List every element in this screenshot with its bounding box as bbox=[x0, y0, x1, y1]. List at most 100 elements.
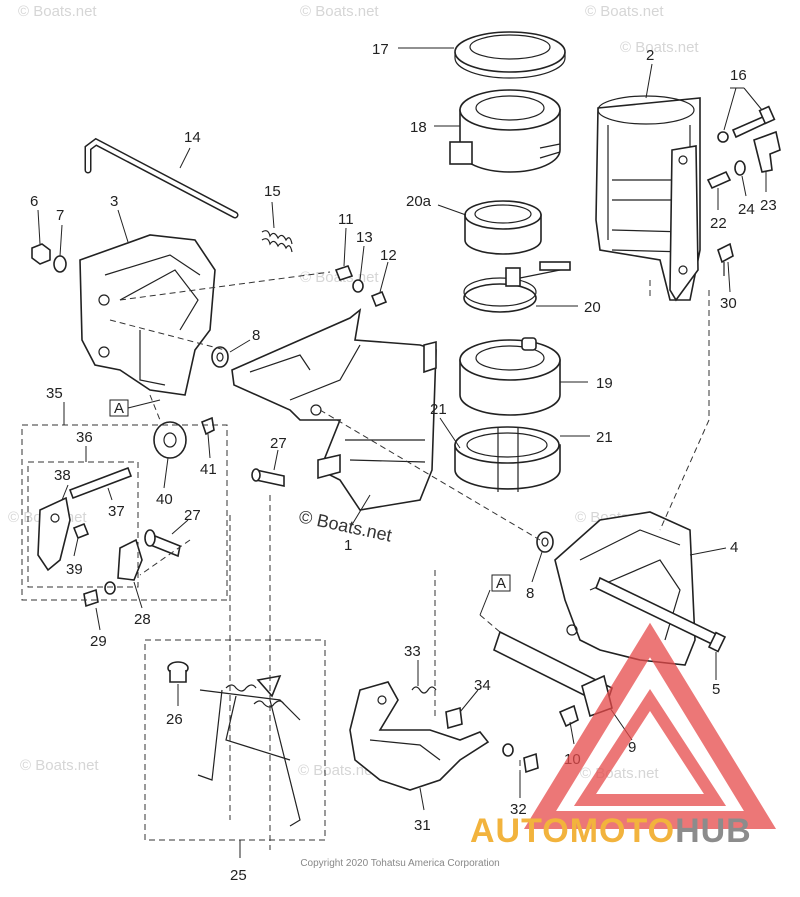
part-1-swivel-case bbox=[231, 308, 437, 511]
callout-17: 17 bbox=[372, 41, 389, 58]
part-40-knob bbox=[153, 421, 187, 459]
leader-lines bbox=[37, 47, 767, 858]
callout-40: 40 bbox=[156, 491, 173, 508]
assembly-lines bbox=[109, 271, 710, 850]
callout-1: 1 bbox=[344, 537, 352, 554]
part-26-pin bbox=[167, 661, 189, 683]
callout-16: 16 bbox=[730, 67, 747, 84]
watermark: © Boats.net bbox=[298, 762, 377, 779]
part-4-clamp-bracket-right bbox=[554, 511, 696, 666]
part-39-screw bbox=[72, 522, 90, 540]
callout-38: 38 bbox=[54, 467, 71, 484]
callout-13: 13 bbox=[356, 229, 373, 246]
part-24-washer bbox=[734, 160, 746, 176]
callout-21: 21 bbox=[596, 429, 613, 446]
callout-7: 7 bbox=[56, 207, 64, 224]
callout-4: 4 bbox=[730, 539, 738, 556]
reference-a-label: A bbox=[114, 400, 124, 417]
part-6-nut bbox=[31, 243, 51, 265]
part-11-bolt bbox=[334, 265, 354, 281]
part-20-band-clamp bbox=[463, 261, 571, 313]
part-23-knob bbox=[753, 130, 781, 173]
watermark: © Boats.net bbox=[620, 39, 699, 56]
callout-37: 37 bbox=[108, 503, 125, 520]
callout-15: 15 bbox=[264, 183, 281, 200]
watermark: © Boats.net bbox=[20, 757, 99, 774]
part-27-pin-lower bbox=[144, 529, 181, 558]
logo-part-1: AUTOMOTO bbox=[470, 812, 676, 850]
group-box-36 bbox=[27, 461, 139, 588]
callout-33: 33 bbox=[404, 643, 421, 660]
group-box-35 bbox=[21, 424, 228, 601]
part-33-spring bbox=[411, 686, 437, 694]
automotohub-logo-triangle bbox=[523, 622, 777, 829]
group-box-25 bbox=[144, 639, 326, 841]
callout-22: 22 bbox=[710, 215, 727, 232]
callout-6: 6 bbox=[30, 193, 38, 210]
watermark: © Boats.net bbox=[585, 3, 664, 20]
watermark: © Boats.net bbox=[300, 3, 379, 20]
part-8-washer-left bbox=[211, 346, 229, 368]
part-37-stud bbox=[68, 466, 133, 500]
part-41-screw bbox=[201, 416, 215, 436]
part-3-clamp-bracket-left bbox=[79, 234, 216, 396]
part-34-spring bbox=[445, 706, 463, 730]
callout-23: 23 bbox=[760, 197, 777, 214]
part-10-screw bbox=[558, 704, 579, 728]
part-32-bolt-washer bbox=[502, 743, 539, 774]
callout-12: 12 bbox=[380, 247, 397, 264]
callout-5: 5 bbox=[712, 681, 720, 698]
callout-labels: 17 18 20a 20 19 21 21 2 16 22 24 23 30 1… bbox=[30, 41, 777, 884]
part-14-tilt-rod bbox=[84, 137, 239, 219]
part-30-bolt bbox=[717, 242, 734, 276]
part-20a-bushing bbox=[464, 200, 542, 255]
callout-31: 31 bbox=[414, 817, 431, 834]
callout-34: 34 bbox=[474, 677, 491, 694]
part-18-collar bbox=[449, 89, 561, 173]
part-15-spring bbox=[261, 230, 293, 253]
callout-11: 11 bbox=[338, 211, 354, 228]
callout-36: 36 bbox=[76, 429, 93, 446]
part-19-thrust-collar bbox=[459, 337, 561, 416]
part-7-washer bbox=[53, 255, 67, 273]
part-25-tilt-stand bbox=[197, 674, 301, 827]
part-5-bolt bbox=[594, 576, 727, 653]
callout-14: 14 bbox=[184, 129, 201, 146]
part-29-bolt-washer bbox=[83, 581, 116, 608]
callout-35: 35 bbox=[46, 385, 63, 402]
part-27-pin-upper bbox=[251, 468, 285, 487]
callout-3: 3 bbox=[110, 193, 118, 210]
part-31-lever bbox=[349, 681, 490, 791]
reference-a-left: A bbox=[109, 399, 161, 417]
part-8-washer-right bbox=[536, 531, 554, 553]
automotohub-logo: AUTOMOTOHUB bbox=[470, 812, 752, 851]
callout-20: 20 bbox=[584, 299, 601, 316]
part-22-bolt bbox=[706, 170, 732, 190]
callout-8: 8 bbox=[526, 585, 534, 602]
callout-27: 27 bbox=[270, 435, 287, 452]
part-16-bolt-washer bbox=[717, 105, 776, 143]
reference-a-label: A bbox=[496, 575, 506, 592]
part-17-ring bbox=[454, 31, 566, 79]
part-28-bracket bbox=[117, 538, 143, 581]
part-38-cam bbox=[37, 496, 71, 572]
callout-20a: 20a bbox=[406, 193, 432, 210]
callout-19: 19 bbox=[596, 375, 613, 392]
reference-a-right: A bbox=[491, 574, 511, 592]
part-21-split-bushing bbox=[454, 426, 561, 492]
watermark: © Boats.net bbox=[18, 3, 97, 20]
callout-25: 25 bbox=[230, 867, 247, 884]
callout-26: 26 bbox=[166, 711, 183, 728]
callout-28: 28 bbox=[134, 611, 151, 628]
callout-32: 32 bbox=[510, 801, 527, 818]
callout-27: 27 bbox=[184, 507, 201, 524]
callout-41: 41 bbox=[200, 461, 217, 478]
callout-30: 30 bbox=[720, 295, 737, 312]
part-13-washer bbox=[352, 279, 364, 293]
part-2-swivel-bracket bbox=[595, 95, 701, 302]
part-12-screw bbox=[370, 290, 388, 308]
callout-29: 29 bbox=[90, 633, 107, 650]
callout-21: 21 bbox=[430, 401, 447, 418]
callout-8: 8 bbox=[252, 327, 260, 344]
